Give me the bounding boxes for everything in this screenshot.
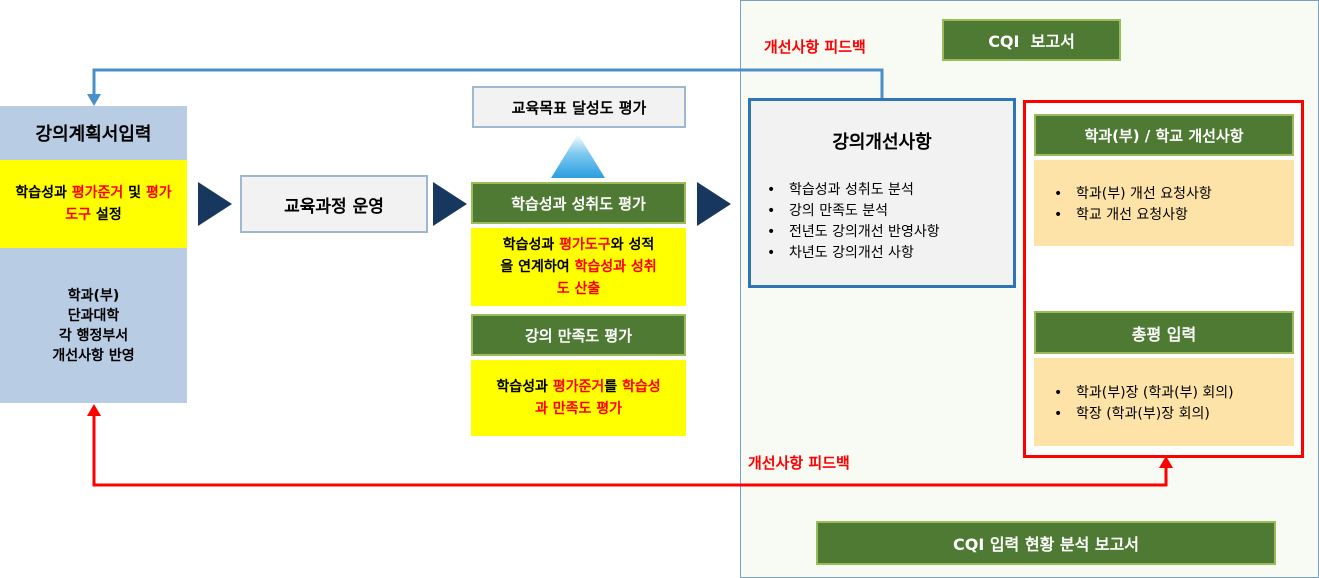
blue-feedback-arrowhead (87, 94, 101, 106)
syllabus-setting: 학습성과 평가준거 및 평가도구 설정 (0, 160, 187, 248)
red-feedback-arrowhead-right (1159, 456, 1173, 468)
red-feedback-arrowhead-left (87, 404, 101, 416)
list-item: 학교 개선 요청사항 (1050, 205, 1290, 226)
dept-improve-title: 학과(부) / 학교 개선사항 (1034, 114, 1294, 156)
syllabus-reflection: 학과(부) 단과대학 각 행정부서 개선사항 반영 (52, 287, 135, 364)
course-improve-title: 강의개선사항 (832, 132, 932, 153)
red-feedback-line (92, 412, 1168, 487)
curriculum-box: 교육과정 운영 (240, 175, 428, 233)
list-item: 강의 만족도 분석 (763, 201, 1009, 222)
dept-improve-list: 학과(부) 개선 요청사항 학교 개선 요청사항 (1050, 184, 1290, 226)
course-improve-list: 학습성과 성취도 분석 강의 만족도 분석 전년도 강의개선 반영사항 차년도 … (763, 180, 1009, 264)
feedback-label-bottom: 개선사항 피드백 (748, 454, 850, 472)
list-item: 전년도 강의개선 반영사항 (763, 222, 1009, 243)
goal-eval-box: 교육목표 달성도 평가 (472, 86, 686, 128)
list-item: 차년도 강의개선 사항 (763, 243, 1009, 264)
flow-arrow-1 (198, 182, 232, 226)
syllabus-setting-text: 학습성과 평가준거 및 평가도구 설정 (15, 185, 172, 223)
cqi-analysis-box: CQI 입력 현황 분석 보고서 (816, 521, 1276, 565)
achievement-title: 학습성과 성취도 평가 (471, 182, 686, 224)
satisfaction-desc: 학습성과 평가준거를 학습성과 만족도 평가 (471, 360, 686, 436)
goal-triangle (551, 134, 605, 178)
cqi-report-box: CQI 보고서 (942, 19, 1121, 61)
achievement-desc: 학습성과 평가도구와 성적을 연계하여 학습성과 성취도 산출 (471, 228, 686, 306)
syllabus-block: 강의계획서입력 학습성과 평가준거 및 평가도구 설정 학과(부) 단과대학 각… (0, 106, 187, 403)
review-title: 총평 입력 (1034, 311, 1294, 354)
list-item: 학장 (학과(부)장 회의) (1050, 404, 1294, 425)
syllabus-title: 강의계획서입력 (35, 124, 152, 145)
blue-feedback-line (92, 68, 884, 98)
list-item: 학과(부) 개선 요청사항 (1050, 184, 1290, 205)
flow-arrow-3 (697, 182, 731, 226)
feedback-label-top: 개선사항 피드백 (764, 38, 866, 56)
review-list: 학과(부)장 (학과(부) 회의) 학장 (학과(부)장 회의) (1050, 383, 1294, 425)
dept-improve-box: 학과(부) 개선 요청사항 학교 개선 요청사항 (1034, 160, 1294, 246)
satisfaction-title: 강의 만족도 평가 (471, 314, 686, 356)
review-box: 학과(부)장 (학과(부) 회의) 학장 (학과(부)장 회의) (1034, 358, 1294, 446)
list-item: 학과(부)장 (학과(부) 회의) (1050, 383, 1294, 404)
flow-arrow-2 (433, 182, 467, 226)
list-item: 학습성과 성취도 분석 (763, 180, 1009, 201)
course-improve-box: 강의개선사항 학습성과 성취도 분석 강의 만족도 분석 전년도 강의개선 반영… (748, 98, 1016, 288)
